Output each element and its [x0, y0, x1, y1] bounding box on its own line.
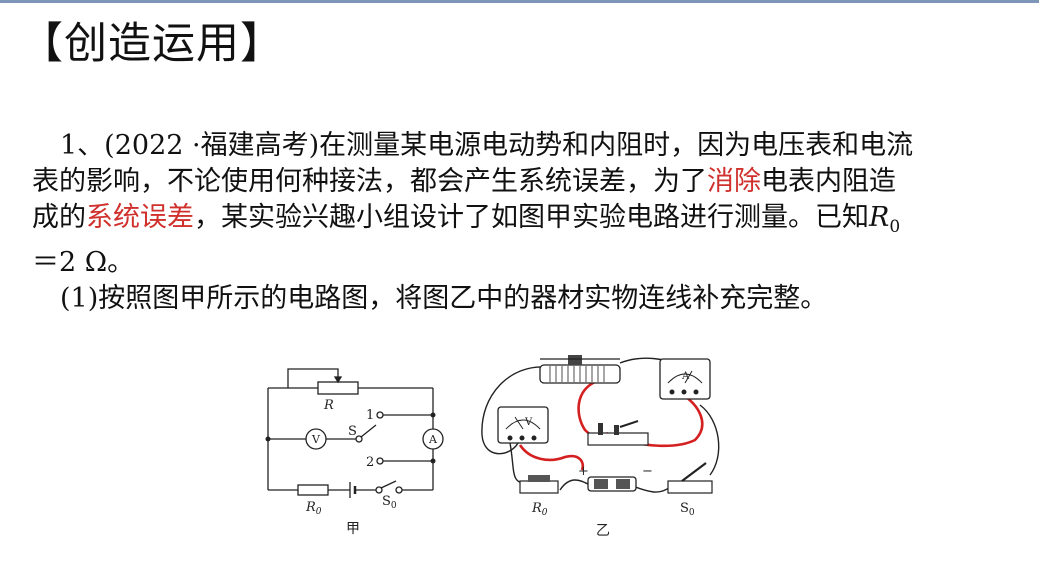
- rheostat-R: [317, 381, 359, 395]
- caption-jia: 甲: [346, 521, 360, 537]
- highlight-system-error: 系统误差: [86, 202, 194, 233]
- apparatus-diagram-yi: V A + − R0 S0 乙: [481, 355, 720, 539]
- switch-S: [587, 420, 649, 446]
- battery-plus-label: +: [578, 464, 589, 479]
- junction-right-1: [430, 412, 436, 418]
- label-1: 1: [366, 408, 374, 423]
- junction-right-2: [430, 458, 436, 464]
- caption-yi: 乙: [596, 523, 610, 539]
- switch-S0-contact: [395, 486, 403, 494]
- label-V: V: [311, 433, 321, 446]
- rheostat-slider: [568, 355, 582, 365]
- red-wire-voltmeter-battery: [518, 444, 585, 471]
- label-S: S: [348, 424, 357, 439]
- voltmeter: V: [497, 406, 549, 444]
- red-wire-rheostat-switch: [577, 379, 609, 439]
- rheostat-slider-wire: [287, 368, 339, 388]
- top-rule: [0, 0, 1039, 3]
- ammeter: A: [659, 358, 711, 400]
- highlight-eliminate: 消除: [707, 166, 761, 197]
- r0-value: ＝2 Ω。: [32, 247, 135, 278]
- label-A: A: [428, 433, 438, 446]
- section-heading: 【创造运用】: [20, 19, 284, 69]
- question-text: 1、(2022 ·福建高考)在测量某电源电动势和内阻时，因为电压表和电流 表的影…: [32, 128, 1007, 317]
- junction-left: [265, 436, 271, 442]
- sub-question-1: (1)按照图甲所示的电路图，将图乙中的器材实物连线补充完整。: [32, 281, 1007, 317]
- wire-r0-to-battery: [559, 479, 591, 491]
- switch-S-pivot: [355, 435, 363, 443]
- question-line-3-tail: ，某实验兴趣小组设计了如图甲实验电路进行测量。已知: [194, 202, 869, 233]
- question-line-2-tail: 电表内阻造: [761, 166, 896, 197]
- question-line-3-text: 成的: [32, 202, 86, 233]
- r0-subscript: 0: [889, 217, 901, 237]
- switch-S-blade: [360, 424, 377, 438]
- label-R: R: [323, 398, 334, 413]
- label-S0: S0: [382, 494, 397, 511]
- sub-question-1-text: (1)按照图甲所示的电路图，将图乙中的器材实物连线补充完整。: [60, 283, 828, 314]
- voltmeter-label: V: [524, 417, 533, 428]
- question-line-2-text: 表的影响，不论使用何种接法，都会产生系统误差，为了: [32, 166, 707, 197]
- rheostat: [539, 355, 621, 384]
- resistor-R0: [297, 484, 329, 496]
- switch-S0-pivot: [375, 486, 383, 494]
- slider-arrow: [333, 376, 343, 384]
- ammeter-label: A: [681, 371, 690, 382]
- battery: + −: [578, 464, 653, 492]
- switch-S0-blade: [380, 480, 397, 489]
- wire-switch-to-ammeter: [699, 404, 720, 476]
- question-line-4: ＝2 Ω。: [32, 245, 1007, 281]
- switch-S0: [667, 462, 713, 494]
- question-line-3: 成的系统误差，某实验兴趣小组设计了如图甲实验电路进行测量。已知R0: [32, 200, 1007, 245]
- question-line-1-text: 1、(2022 ·福建高考)在测量某电源电动势和内阻时，因为电压表和电流: [60, 130, 914, 161]
- label-R0: R0: [531, 501, 548, 518]
- label-2: 2: [366, 455, 374, 470]
- wire-rheostat-to-voltmeter: [481, 366, 546, 455]
- battery-minus-label: −: [642, 464, 653, 479]
- label-S0: S0: [680, 501, 695, 518]
- circuit-diagram-jia: R 1 2 S V A R0 S0 甲: [265, 368, 444, 537]
- r0-symbol: R: [869, 202, 890, 233]
- question-line-2: 表的影响，不论使用何种接法，都会产生系统误差，为了消除电表内阻造: [32, 164, 1007, 200]
- label-R0: R0: [305, 500, 322, 517]
- terminal-2: [376, 457, 384, 465]
- terminal-1: [376, 411, 384, 419]
- resistor-R0: [519, 475, 559, 494]
- question-line-1: 1、(2022 ·福建高考)在测量某电源电动势和内阻时，因为电压表和电流: [32, 128, 1007, 164]
